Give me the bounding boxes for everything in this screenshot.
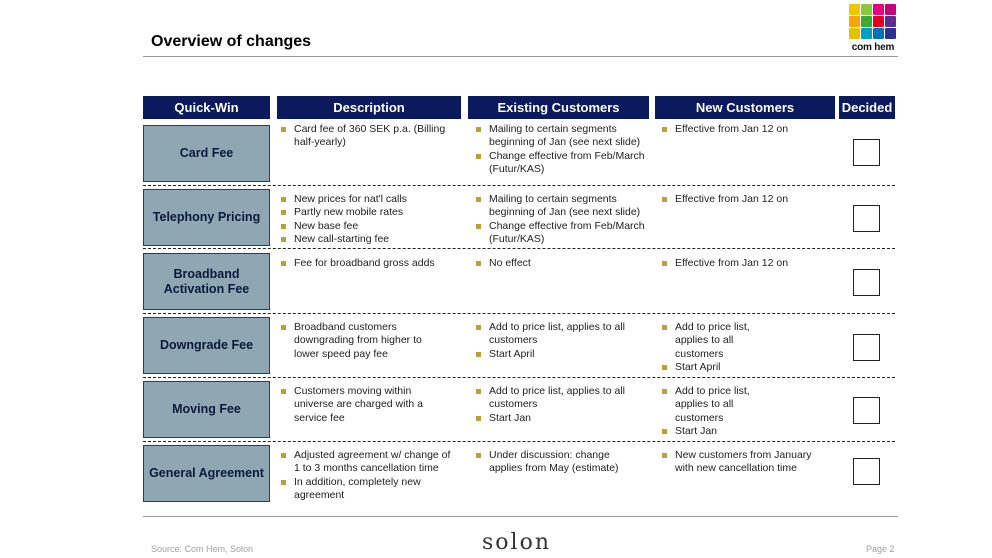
row-label-card-fee: Card Fee bbox=[143, 125, 270, 182]
comhem-logo: com hem bbox=[849, 4, 897, 54]
decided-checkbox-general-agreement[interactable] bbox=[853, 458, 880, 485]
list-item: Add to price list, applies to all custom… bbox=[660, 321, 770, 361]
header-decided: Decided bbox=[839, 96, 895, 119]
list-item: Add to price list, applies to all custom… bbox=[474, 385, 644, 412]
brand-wordmark: solon bbox=[482, 530, 551, 555]
row-broadband-description: Fee for broadband gross adds bbox=[279, 257, 461, 270]
title-divider bbox=[143, 56, 898, 57]
row-card-fee-description: Card fee of 360 SEK p.a. (Billing half-y… bbox=[279, 123, 461, 150]
row-separator bbox=[143, 185, 895, 186]
row-downgrade-description: Broadband customers downgrading from hig… bbox=[279, 321, 439, 361]
row-downgrade-existing: Add to price list, applies to all custom… bbox=[474, 321, 644, 361]
decided-checkbox-card-fee[interactable] bbox=[853, 139, 880, 166]
row-label-broadband-activation-fee: Broadband Activation Fee bbox=[143, 253, 270, 310]
list-item: Start Jan bbox=[474, 412, 644, 425]
row-separator bbox=[143, 377, 895, 378]
row-downgrade-new: Add to price list, applies to all custom… bbox=[660, 321, 770, 374]
logo-text: com hem bbox=[851, 42, 895, 53]
row-general-description: Adjusted agreement w/ change of 1 to 3 m… bbox=[279, 449, 459, 502]
list-item: In addition, completely new agreement bbox=[279, 476, 459, 503]
row-general-new: New customers from January with new canc… bbox=[660, 449, 830, 476]
decided-checkbox-telephony-pricing[interactable] bbox=[853, 205, 880, 232]
list-item: Add to price list, applies to all custom… bbox=[474, 321, 644, 348]
decided-checkbox-downgrade-fee[interactable] bbox=[853, 334, 880, 361]
list-item: Start April bbox=[660, 361, 770, 374]
list-item: Card fee of 360 SEK p.a. (Billing half-y… bbox=[279, 123, 461, 150]
row-broadband-new: Effective from Jan 12 on bbox=[660, 257, 830, 270]
row-separator bbox=[143, 248, 895, 249]
list-item: Change effective from Feb/March (Futur/K… bbox=[474, 220, 654, 247]
list-item: Effective from Jan 12 on bbox=[660, 193, 830, 206]
list-item: Effective from Jan 12 on bbox=[660, 123, 830, 136]
list-item: Change effective from Feb/March (Futur/K… bbox=[474, 150, 654, 177]
list-item: Start Jan bbox=[660, 425, 770, 438]
list-item: Effective from Jan 12 on bbox=[660, 257, 830, 270]
decided-checkbox-moving-fee[interactable] bbox=[853, 397, 880, 424]
list-item: Under discussion: change applies from Ma… bbox=[474, 449, 634, 476]
list-item: Start April bbox=[474, 348, 644, 361]
header-description: Description bbox=[277, 96, 461, 119]
logo-color-grid bbox=[849, 4, 897, 39]
list-item: Broadband customers downgrading from hig… bbox=[279, 321, 439, 361]
row-separator bbox=[143, 313, 895, 314]
list-item: Customers moving within universe are cha… bbox=[279, 385, 439, 425]
row-telephony-existing: Mailing to certain segments beginning of… bbox=[474, 193, 654, 246]
header-quickwin: Quick-Win bbox=[143, 96, 270, 119]
list-item: Partly new mobile rates bbox=[279, 206, 461, 219]
header-new-customers: New Customers bbox=[655, 96, 835, 119]
header-existing-customers: Existing Customers bbox=[468, 96, 649, 119]
decided-checkbox-broadband-activation-fee[interactable] bbox=[853, 269, 880, 296]
row-general-existing: Under discussion: change applies from Ma… bbox=[474, 449, 634, 476]
row-moving-new: Add to price list, applies to all custom… bbox=[660, 385, 770, 438]
row-label-telephony-pricing: Telephony Pricing bbox=[143, 189, 270, 246]
source-note: Source: Com Hem, Solon bbox=[151, 544, 254, 554]
row-label-general-agreement: General Agreement bbox=[143, 445, 270, 502]
list-item: Mailing to certain segments beginning of… bbox=[474, 193, 654, 220]
list-item: New prices for nat'l calls bbox=[279, 193, 461, 206]
row-label-moving-fee: Moving Fee bbox=[143, 381, 270, 438]
list-item: Add to price list, applies to all custom… bbox=[660, 385, 770, 425]
page-title: Overview of changes bbox=[151, 33, 312, 50]
row-broadband-existing: No effect bbox=[474, 257, 654, 270]
list-item: Fee for broadband gross adds bbox=[279, 257, 461, 270]
row-moving-existing: Add to price list, applies to all custom… bbox=[474, 385, 644, 425]
list-item: Adjusted agreement w/ change of 1 to 3 m… bbox=[279, 449, 459, 476]
row-card-fee-existing: Mailing to certain segments beginning of… bbox=[474, 123, 654, 176]
footer-divider bbox=[143, 516, 898, 517]
row-telephony-description: New prices for nat'l calls Partly new mo… bbox=[279, 193, 461, 246]
row-card-fee-new: Effective from Jan 12 on bbox=[660, 123, 830, 136]
list-item: Mailing to certain segments beginning of… bbox=[474, 123, 654, 150]
row-label-downgrade-fee: Downgrade Fee bbox=[143, 317, 270, 374]
page-number: Page 2 bbox=[866, 544, 895, 554]
list-item: New base fee bbox=[279, 220, 461, 233]
row-telephony-new: Effective from Jan 12 on bbox=[660, 193, 830, 206]
list-item: New customers from January with new canc… bbox=[660, 449, 830, 476]
row-separator bbox=[143, 441, 895, 442]
list-item: No effect bbox=[474, 257, 654, 270]
list-item: New call-starting fee bbox=[279, 233, 461, 246]
row-moving-description: Customers moving within universe are cha… bbox=[279, 385, 439, 425]
